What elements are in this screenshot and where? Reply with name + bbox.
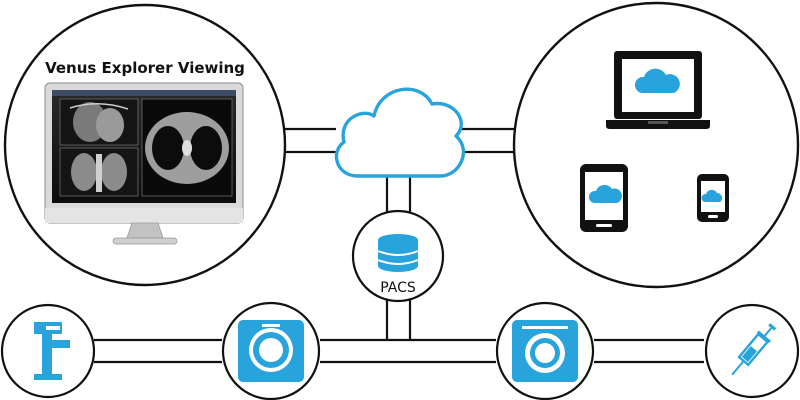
xray-machine-icon — [34, 322, 70, 380]
syringe-icon — [731, 323, 777, 376]
pacs-label: PACS — [380, 280, 416, 296]
monitor-icon — [44, 82, 244, 245]
cloud-node[interactable] — [334, 87, 466, 178]
phone-icon — [697, 174, 729, 222]
modality-ct-node[interactable] — [221, 301, 321, 400]
monitor-title: Venus Explorer Viewing — [45, 59, 245, 77]
modality-syringe-node[interactable] — [704, 303, 800, 399]
connector-lines — [94, 127, 704, 364]
ct-scanner-icon — [238, 320, 304, 382]
laptop-icon — [606, 51, 710, 129]
pacs-node[interactable]: PACS — [351, 209, 445, 303]
tablet-icon — [580, 164, 628, 232]
mri-scanner-icon — [512, 320, 578, 382]
modality-xray-node[interactable] — [0, 303, 96, 399]
devices-node[interactable] — [512, 1, 800, 289]
viewer-station-node[interactable]: Venus Explorer Viewing — [3, 3, 287, 287]
modality-mri-node[interactable] — [495, 301, 595, 400]
cloud-icon — [334, 87, 466, 178]
database-icon — [377, 234, 419, 272]
